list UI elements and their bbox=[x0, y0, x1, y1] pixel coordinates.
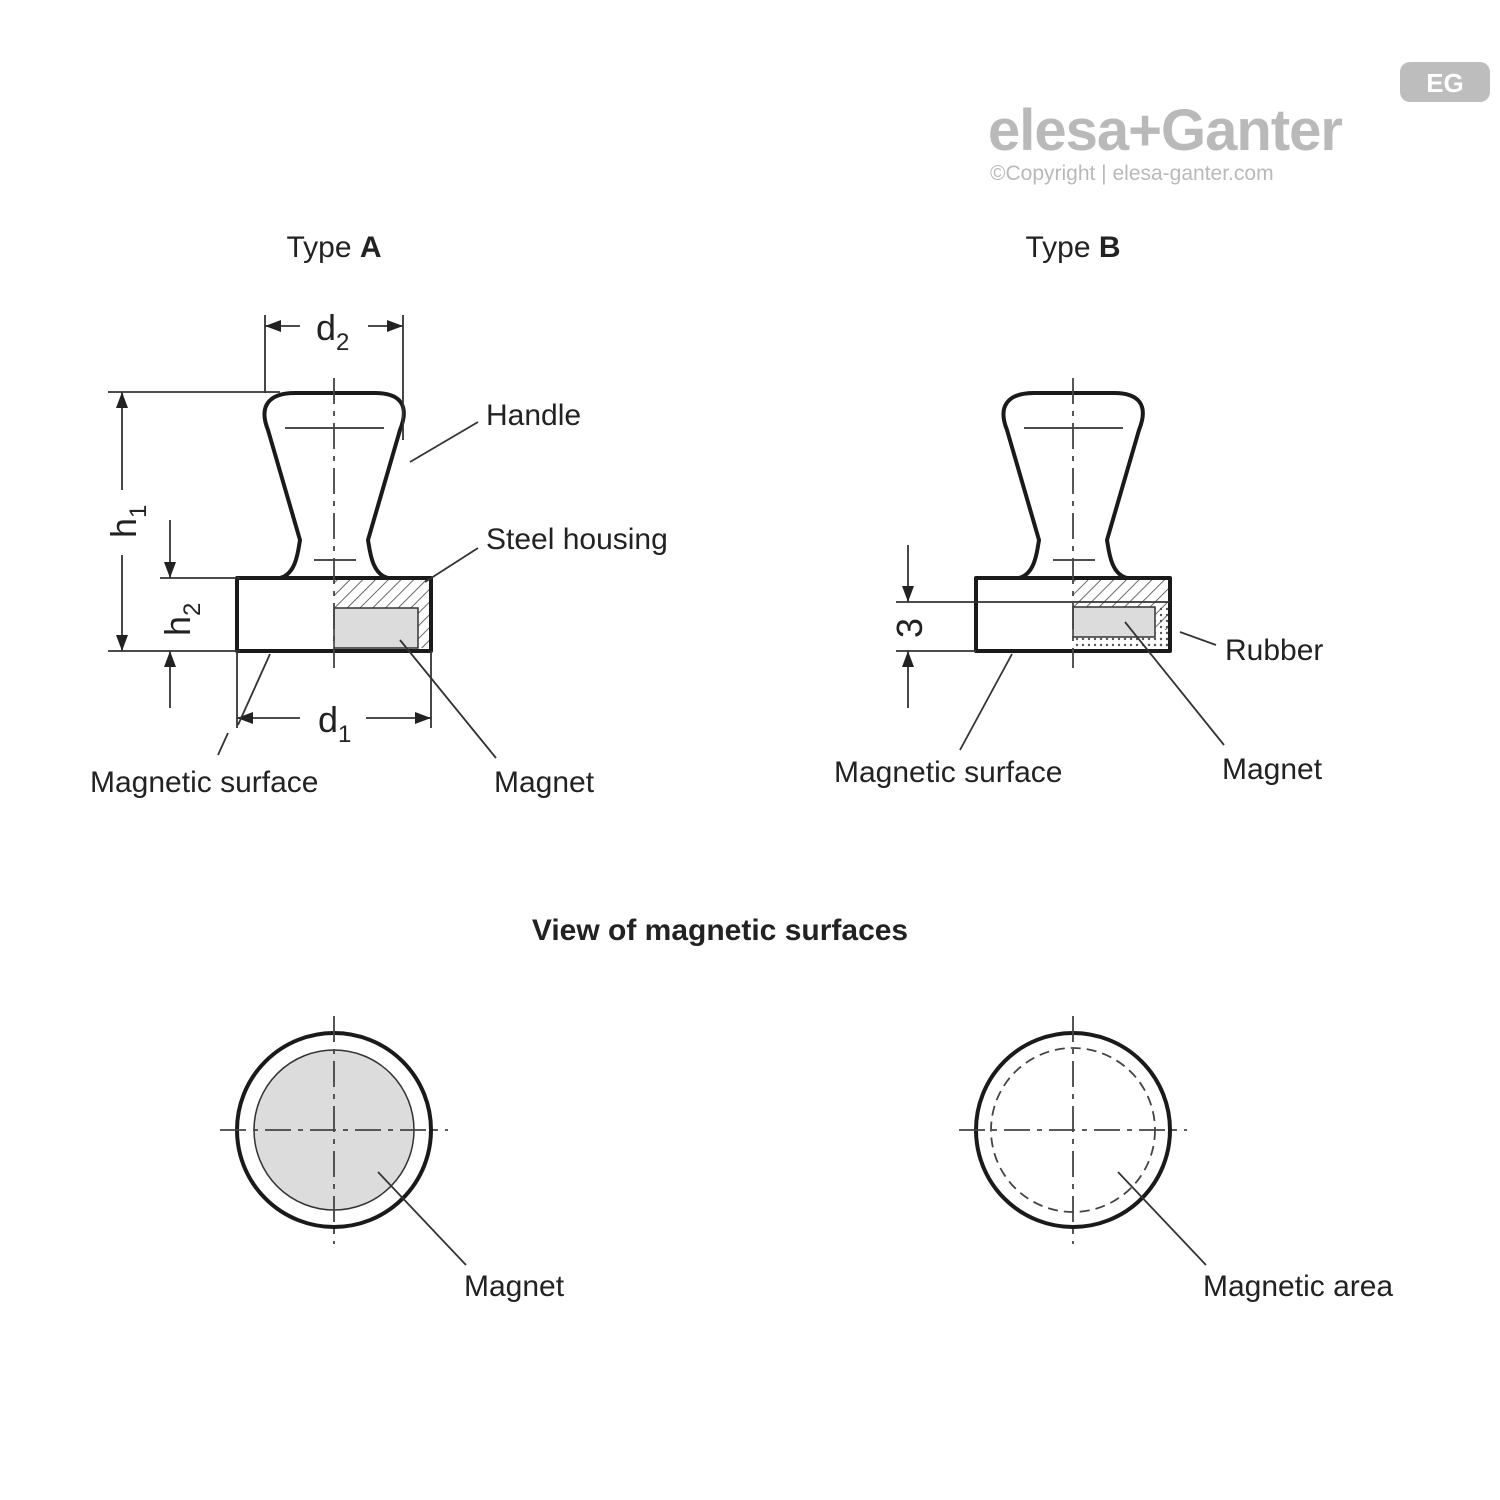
type-a-drawing: Type A d2 d1 h1 bbox=[90, 231, 668, 799]
type-a-handle-label: Handle bbox=[486, 399, 581, 432]
type-a-title: Type A bbox=[286, 231, 381, 264]
brand-badge-icon: EG bbox=[1400, 62, 1490, 102]
view-right-magnetic-area-label: Magnetic area bbox=[1203, 1270, 1393, 1303]
view-left-magnet-label: Magnet bbox=[464, 1270, 565, 1303]
view-right-circle: Magnetic area bbox=[959, 1016, 1393, 1303]
type-a-title-prefix: Type bbox=[286, 231, 359, 264]
type-b-3-label: 3 bbox=[889, 618, 930, 638]
type-b-title-letter: B bbox=[1099, 231, 1121, 264]
type-a-d2-label: d2 bbox=[316, 307, 349, 356]
type-a-h2-label: h2 bbox=[157, 603, 206, 636]
type-b-rubber-side bbox=[1155, 607, 1170, 651]
type-b-handle bbox=[1001, 391, 1145, 580]
type-a-d1-label: d1 bbox=[318, 699, 351, 748]
type-b-magnet-label: Magnet bbox=[1222, 753, 1323, 786]
type-a-handle bbox=[262, 391, 406, 580]
type-b-magnet-section bbox=[1072, 606, 1156, 638]
type-a-h1-label: h1 bbox=[103, 505, 152, 538]
type-a-magnet-label: Magnet bbox=[494, 766, 595, 799]
type-a-title-letter: A bbox=[360, 231, 382, 264]
view-left-circle: Magnet bbox=[220, 1016, 565, 1303]
type-a-magnetic-surface-label: Magnetic surface bbox=[90, 766, 318, 799]
type-b-title: Type B bbox=[1025, 231, 1120, 264]
type-a-magnet-section bbox=[333, 607, 419, 649]
type-b-title-prefix: Type bbox=[1025, 231, 1098, 264]
type-b-rubber-label: Rubber bbox=[1225, 634, 1323, 667]
brand-logo: elesa+Ganter ©Copyright | elesa-ganter.c… bbox=[988, 62, 1490, 185]
brand-logo-text: elesa+Ganter bbox=[988, 98, 1342, 163]
type-b-drawing: Type B 3 Rubber Magnetic surface Magnet bbox=[834, 231, 1323, 789]
magnetic-surfaces-view: View of magnetic surfaces Magnet Magneti… bbox=[220, 914, 1393, 1303]
type-a-steel-housing-label: Steel housing bbox=[486, 523, 668, 556]
type-b-magnetic-surface-label: Magnetic surface bbox=[834, 756, 1062, 789]
view-title: View of magnetic surfaces bbox=[532, 914, 908, 947]
brand-badge-text: EG bbox=[1426, 68, 1464, 98]
brand-copyright: ©Copyright | elesa-ganter.com bbox=[990, 162, 1274, 185]
